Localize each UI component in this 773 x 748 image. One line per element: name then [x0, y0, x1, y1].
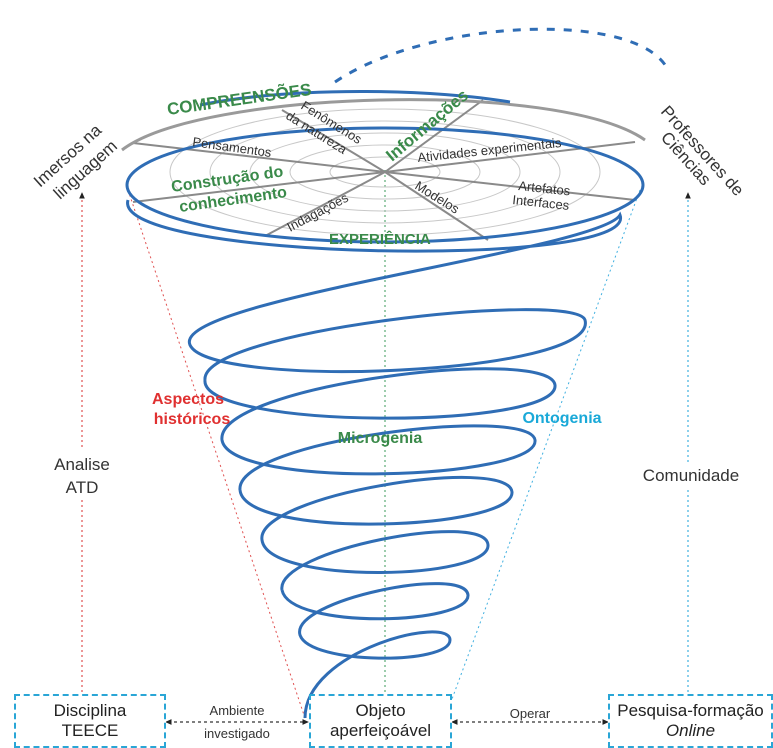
top-dashed-arc [334, 27, 670, 84]
label-experiencia: EXPERIÊNCIA [329, 230, 431, 248]
label-comunidade: Comunidade [643, 466, 739, 485]
box-disciplina-line2: TEECE [61, 721, 119, 740]
spiral [125, 90, 645, 719]
top-disc-rings [169, 108, 601, 236]
box-pesquisa-line2: Online [665, 721, 716, 740]
label-atd: ATD [66, 478, 99, 497]
label-ambiente: Ambiente [210, 703, 265, 718]
box-objeto-line2: aperfeiçoável [329, 721, 432, 740]
box-pesquisa-line1: Pesquisa-formação [617, 701, 764, 721]
top-disc-spokes [132, 99, 636, 241]
label-microgenia: Microgenia [338, 430, 423, 447]
box-disciplina-line1: Disciplina [53, 701, 127, 721]
label-investigado: investigado [204, 726, 270, 741]
cone-guide-right-cyan [444, 189, 641, 719]
box-objeto-line1: Objeto [355, 701, 406, 721]
box-pesquisa: Pesquisa-formação Online [608, 694, 773, 748]
cone-guide-left-red [127, 189, 306, 719]
label-aspectos-1: Aspectos [152, 391, 224, 408]
label-indagacoes: Indagações [284, 190, 351, 235]
label-artefatos: Artefatos [518, 178, 572, 198]
box-objeto: Objeto aperfeiçoável [309, 694, 452, 748]
top-disc-outer-arc [121, 98, 646, 152]
label-analise: Analise [54, 455, 110, 474]
label-interfaces: Interfaces [512, 192, 571, 213]
label-ontogenia: Ontogenia [522, 410, 601, 427]
label-atividades: Atividades experimentais [417, 135, 563, 165]
label-operar: Operar [510, 706, 551, 721]
label-aspectos-2: históricos [154, 411, 231, 428]
box-disciplina: Disciplina TEECE [14, 694, 166, 748]
